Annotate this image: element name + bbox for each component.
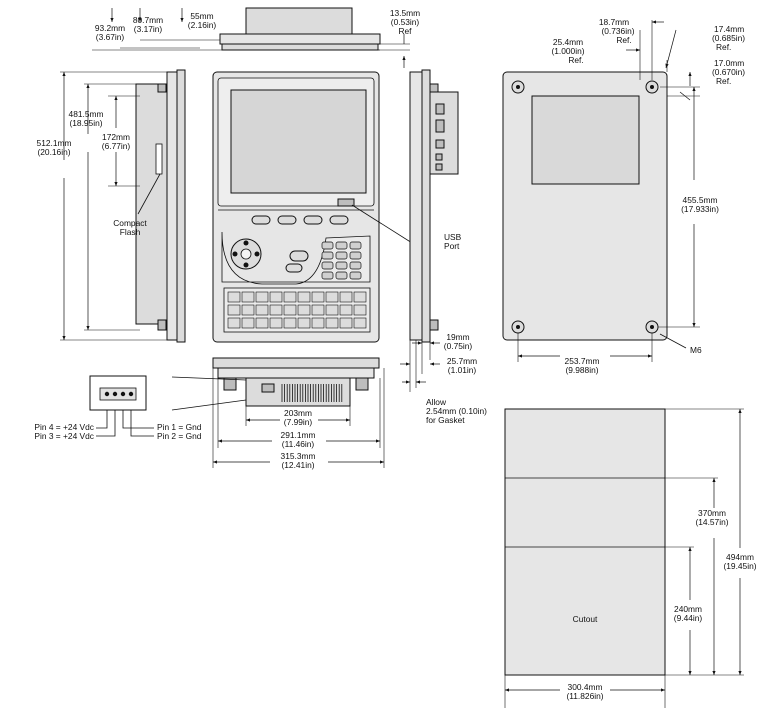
dim-25-4: 25.4mm xyxy=(553,37,583,47)
svg-text:240mm(9.44in): 240mm(9.44in) xyxy=(674,604,703,623)
dim-93-2: 93.2mm xyxy=(95,23,125,33)
dim-291-1: 291.1mm xyxy=(281,430,316,440)
dim-481-5: 481.5mm xyxy=(69,109,104,119)
keyboard-key xyxy=(283,317,297,329)
svg-text:291.1mm(11.46in): 291.1mm(11.46in) xyxy=(281,430,316,449)
keyboard-key xyxy=(255,304,269,316)
keyboard-key xyxy=(269,291,283,303)
pin4-label: Pin 4 = +24 Vdc xyxy=(34,422,94,432)
keyboard-key xyxy=(353,317,367,329)
gasket-label: Allow xyxy=(426,397,447,407)
keyboard-key xyxy=(325,291,339,303)
keyboard-key xyxy=(241,304,255,316)
svg-text:172mm(6.77in): 172mm(6.77in) xyxy=(102,132,131,151)
right-side-view xyxy=(400,69,459,392)
keyboard-key xyxy=(255,291,269,303)
mounting-hole-icon xyxy=(511,80,659,334)
keyboard-key xyxy=(255,317,269,329)
pin2-label: Pin 2 = Gnd xyxy=(157,431,202,441)
dim-240: 240mm xyxy=(674,604,702,614)
keyboard-key xyxy=(297,317,311,329)
keyboard-key xyxy=(227,291,241,303)
power-connector xyxy=(89,375,154,437)
keyboard-key xyxy=(269,304,283,316)
svg-text:253.7mm(9.988in): 253.7mm(9.988in) xyxy=(565,356,600,375)
panel-cutout xyxy=(504,408,744,708)
dim-55: 55mm xyxy=(190,11,213,21)
svg-text:19mm(0.75in): 19mm(0.75in) xyxy=(444,332,473,351)
dim-80-7: 80.7mm xyxy=(133,15,163,25)
svg-text:203mm(7.99in): 203mm(7.99in) xyxy=(284,408,313,427)
keyboard-key xyxy=(241,317,255,329)
keyboard-key xyxy=(311,291,325,303)
keyboard-key xyxy=(241,291,255,303)
m6-label: M6 xyxy=(690,345,702,355)
svg-text:18.7mm(0.736in)Ref.: 18.7mm(0.736in)Ref. xyxy=(599,17,635,45)
keyboard-key xyxy=(283,304,297,316)
dim-18-7: 18.7mm xyxy=(599,17,629,27)
svg-text:315.3mm(12.41in): 315.3mm(12.41in) xyxy=(281,451,316,470)
dim-455-5: 455.5mm xyxy=(683,195,718,205)
dim-17-4: 17.4mm xyxy=(714,24,744,34)
pin1-label: Pin 1 = Gnd xyxy=(157,422,202,432)
dim-494: 494mm xyxy=(726,552,754,562)
svg-text:512.1mm(20.16in): 512.1mm(20.16in) xyxy=(37,138,72,157)
dim-512-1: 512.1mm xyxy=(37,138,72,148)
svg-text:25.4mm(1.000in)Ref.: 25.4mm(1.000in)Ref. xyxy=(551,37,584,65)
dim-19: 19mm xyxy=(446,332,469,342)
dim-25-7: 25.7mm xyxy=(447,356,477,366)
keyboard-key xyxy=(297,291,311,303)
keyboard-key xyxy=(227,304,241,316)
keyboard-key xyxy=(353,304,367,316)
cutout-label: Cutout xyxy=(573,614,598,624)
svg-text:455.5mm(17.933in): 455.5mm(17.933in) xyxy=(681,195,719,214)
keyboard-key xyxy=(339,291,353,303)
keyboard-key xyxy=(283,291,297,303)
keyboard-key xyxy=(311,304,325,316)
keyboard-key xyxy=(227,317,241,329)
keyboard-key xyxy=(311,317,325,329)
svg-text:300.4mm(11.826in): 300.4mm(11.826in) xyxy=(566,682,603,701)
svg-text:25.7mm(1.01in): 25.7mm(1.01in) xyxy=(447,356,477,375)
keyboard-key xyxy=(325,304,339,316)
dim-17-0: 17.0mm xyxy=(714,58,744,68)
svg-text:481.5mm(18.95in): 481.5mm(18.95in) xyxy=(69,109,104,128)
svg-text:370mm(14.57in): 370mm(14.57in) xyxy=(695,508,728,527)
dim-315-3: 315.3mm xyxy=(281,451,316,461)
svg-text:93.2mm(3.67in): 93.2mm(3.67in) xyxy=(95,23,125,42)
dim-13-5: 13.5mm xyxy=(390,8,420,18)
usb-port-label: USB xyxy=(444,232,462,242)
compact-flash-label: Compact xyxy=(113,218,147,228)
svg-text:13.5mm(0.53in)Ref: 13.5mm(0.53in)Ref xyxy=(390,8,420,36)
front-view xyxy=(212,71,421,343)
rear-view xyxy=(502,20,700,362)
bottom-view xyxy=(171,357,385,468)
svg-text:17.0mm(0.670in)Ref.: 17.0mm(0.670in)Ref. xyxy=(712,58,745,86)
svg-text:80.7mm(3.17in): 80.7mm(3.17in) xyxy=(133,15,163,34)
dim-370: 370mm xyxy=(698,508,726,518)
keyboard-key xyxy=(325,317,339,329)
svg-text:17.4mm(0.685in)Ref.: 17.4mm(0.685in)Ref. xyxy=(712,24,745,52)
keyboard-key xyxy=(339,317,353,329)
dim-203: 203mm xyxy=(284,408,312,418)
svg-text:55mm(2.16in): 55mm(2.16in) xyxy=(188,11,217,30)
keyboard-key xyxy=(269,317,283,329)
keyboard-key xyxy=(297,304,311,316)
left-side-view xyxy=(60,69,186,343)
keyboard-key xyxy=(353,291,367,303)
pin3-label: Pin 3 = +24 Vdc xyxy=(34,431,94,441)
dim-253-7: 253.7mm xyxy=(565,356,600,366)
dim-172: 172mm xyxy=(102,132,130,142)
svg-text:494mm(19.45in): 494mm(19.45in) xyxy=(723,552,756,571)
dim-300-4: 300.4mm xyxy=(568,682,603,692)
top-view xyxy=(92,7,410,68)
dimension-labels: 93.2mm(3.67in) 80.7mm(3.17in) 55mm(2.16i… xyxy=(34,8,756,701)
keyboard-key xyxy=(339,304,353,316)
